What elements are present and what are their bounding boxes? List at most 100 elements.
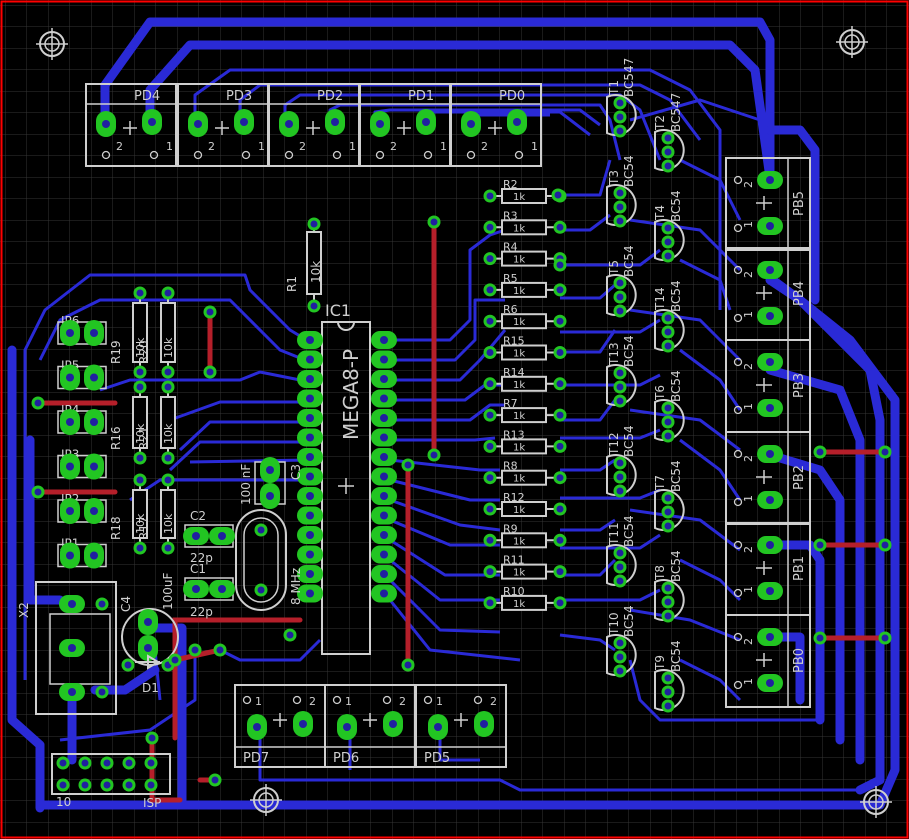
jumper-outline — [57, 499, 107, 523]
pad-hole — [766, 496, 774, 504]
test-pad — [466, 150, 476, 160]
via-hole — [664, 342, 672, 350]
via-hole — [164, 454, 172, 462]
pad-hole — [306, 375, 314, 383]
via-hole — [616, 293, 624, 301]
pad-hole — [192, 585, 200, 593]
connector-label: PB3 — [792, 373, 807, 398]
pad-hole — [376, 120, 384, 128]
transistor-ref: T12 — [607, 432, 621, 456]
resistor-body — [501, 469, 547, 486]
pin-number: 1 — [166, 140, 173, 153]
mounting-hole-cross — [860, 786, 892, 818]
polarity-mark — [273, 713, 287, 727]
pin-number: 1 — [742, 678, 755, 685]
via-hole — [310, 302, 318, 310]
via-hole — [147, 759, 155, 767]
via-hole — [664, 238, 672, 246]
transistor-ref: T2 — [653, 115, 667, 131]
ic-value: MEGA8-P — [339, 349, 363, 440]
via-hole — [486, 599, 494, 607]
transistor-ref: T4 — [653, 205, 667, 221]
via-hole — [98, 688, 106, 696]
via-hole — [136, 289, 144, 297]
via-hole — [103, 759, 111, 767]
transistor-value: BC54 — [622, 245, 636, 277]
pin-number: 2 — [742, 638, 755, 645]
resistor-value: 10k — [134, 423, 147, 444]
via-hole — [257, 526, 265, 534]
ic-outline — [321, 321, 371, 655]
via-hole — [554, 191, 562, 199]
via-hole — [616, 563, 624, 571]
connector-label: PD7 — [243, 751, 269, 766]
pad-hole — [306, 355, 314, 364]
crystal-8mhz[interactable]: 8 MHz — [235, 509, 303, 611]
resistor-body — [306, 231, 322, 295]
via-hole — [556, 317, 564, 325]
resistor-ref: R8 — [503, 460, 518, 473]
resistor-body — [501, 281, 547, 298]
transistor-ref: T3 — [607, 170, 621, 186]
resistor-value: 1k — [513, 505, 525, 516]
pin-number: 1 — [531, 140, 538, 153]
via-hole — [664, 494, 672, 502]
transistor-ref: T6 — [653, 385, 667, 401]
transistor-outline — [654, 399, 685, 441]
pin-number: 1 — [742, 495, 755, 502]
via-hole — [103, 781, 111, 789]
via-hole — [164, 368, 172, 376]
diode-d1[interactable]: D1 — [135, 654, 160, 695]
via-hole — [211, 776, 219, 784]
power-connector-x2[interactable]: X2 — [17, 581, 117, 715]
via-hole — [664, 224, 672, 232]
via-hole — [816, 448, 824, 456]
polarity-mark — [306, 121, 320, 135]
connector-outline — [725, 157, 811, 251]
